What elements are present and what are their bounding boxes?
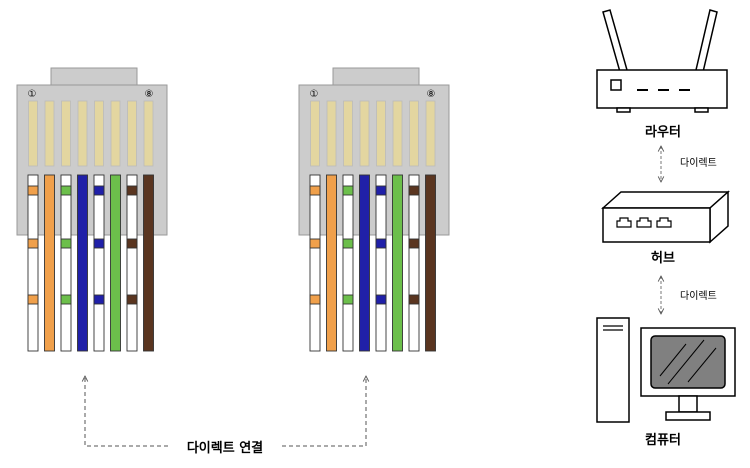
computer-label: 컴퓨터 xyxy=(645,432,681,448)
pin-8-label: ⑧ xyxy=(427,89,436,100)
hub-icon xyxy=(601,190,730,244)
wire-2 xyxy=(326,174,337,352)
direct-connection-link: 다이렉트 연결 xyxy=(85,376,366,456)
wire-4 xyxy=(359,174,370,352)
pin-7 xyxy=(127,100,137,167)
pin-1-label: ① xyxy=(28,89,37,100)
link-router-hub: 다이렉트 xyxy=(661,146,717,182)
wire-4 xyxy=(77,174,88,352)
link-label: 다이렉트 xyxy=(680,157,717,169)
pc-tower xyxy=(596,317,630,423)
pin-3 xyxy=(343,100,353,167)
pin-1-label: ① xyxy=(310,89,319,100)
pin-4 xyxy=(359,100,370,167)
monitor-screen xyxy=(650,335,726,389)
wire-3 xyxy=(60,174,72,352)
connector-body xyxy=(298,84,450,236)
arrow-to-connector-1 xyxy=(85,376,168,447)
connector-pins xyxy=(28,100,154,167)
rj45-connector-2: ① ⑧ xyxy=(298,67,450,352)
connector-latch xyxy=(332,67,420,87)
pin-8-label: ⑧ xyxy=(145,89,154,100)
pin-4 xyxy=(77,100,88,167)
wire-1 xyxy=(309,174,321,352)
pin-6 xyxy=(392,100,403,167)
wire-5 xyxy=(93,174,105,352)
pin-5 xyxy=(94,100,104,167)
pin-1 xyxy=(28,100,38,167)
wire-1 xyxy=(27,174,39,352)
wire-6 xyxy=(110,174,121,352)
connector-body xyxy=(16,84,168,236)
wire-8 xyxy=(425,174,436,352)
hub-ports xyxy=(616,217,672,228)
hub-label: 허브 xyxy=(651,250,675,266)
connector-wires xyxy=(309,174,436,352)
router-label: 라우터 xyxy=(645,124,681,140)
wire-2 xyxy=(44,174,55,352)
link-hub-computer: 다이렉트 xyxy=(661,276,717,314)
connector-latch xyxy=(50,67,138,87)
pin-8 xyxy=(143,100,154,167)
pin-8 xyxy=(425,100,436,167)
wire-7 xyxy=(408,174,420,352)
wire-3 xyxy=(342,174,354,352)
wire-6 xyxy=(392,174,403,352)
pin-2 xyxy=(44,100,55,167)
pin-5 xyxy=(376,100,386,167)
wire-7 xyxy=(126,174,138,352)
connector-pins xyxy=(310,100,436,167)
pin-3 xyxy=(61,100,71,167)
wire-8 xyxy=(143,174,154,352)
rj45-connector-1: ① ⑧ xyxy=(16,67,168,352)
pin-7 xyxy=(409,100,419,167)
pin-2 xyxy=(326,100,337,167)
link-label: 다이렉트 xyxy=(680,290,717,302)
router-icon xyxy=(596,9,728,113)
wire-5 xyxy=(375,174,387,352)
computer-icon xyxy=(596,317,736,423)
connection-label: 다이렉트 연결 xyxy=(187,440,263,456)
pin-6 xyxy=(110,100,121,167)
pin-1 xyxy=(310,100,320,167)
connector-wires xyxy=(27,174,154,352)
arrow-to-connector-2 xyxy=(282,376,366,447)
